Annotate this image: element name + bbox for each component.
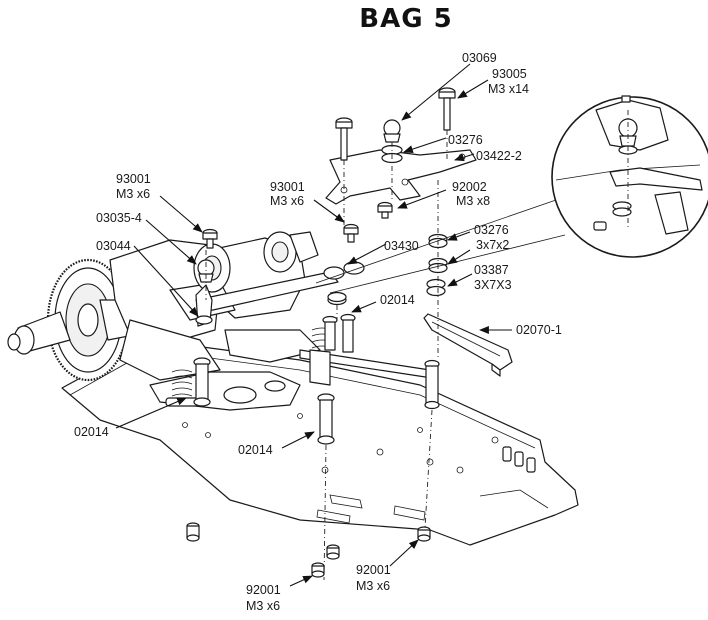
page-title: BAG 5 xyxy=(359,4,452,34)
label-93005: 93005 xyxy=(492,67,527,81)
label-03276-lower: 03276 xyxy=(474,223,509,237)
link-arm-03430 xyxy=(195,261,365,313)
screw-upper-left xyxy=(335,117,353,161)
spring-center xyxy=(311,327,333,349)
label-93001-left: 93001 xyxy=(116,172,151,186)
label-02014-loose: 02014 xyxy=(238,443,273,457)
screw-bottom-4 xyxy=(417,526,431,542)
label-92001-right-size: M3 x6 xyxy=(356,579,390,593)
label-02014-center: 02014 xyxy=(380,293,415,307)
label-02014-left: 02014 xyxy=(74,425,109,439)
leader-lines xyxy=(115,63,512,587)
spur-gear xyxy=(46,258,130,382)
label-03035-4: 03035-4 xyxy=(96,211,142,225)
label-03276-upper: 03276 xyxy=(448,133,483,147)
label-03422-2: 03422-2 xyxy=(476,149,522,163)
label-03276-size: 3x7x2 xyxy=(476,238,509,252)
part-labels: 03069 93005 M3 x14 03276 03422-2 93001 M… xyxy=(74,51,562,613)
screw-bottom-2 xyxy=(326,544,340,560)
screw-bottom-3 xyxy=(311,562,325,578)
label-03430: 03430 xyxy=(384,239,419,253)
ball-stud-03069 xyxy=(383,119,401,143)
label-03044: 03044 xyxy=(96,239,131,253)
washers-center xyxy=(327,291,347,306)
label-93001-center-size: M3 x6 xyxy=(270,194,304,208)
screw-93001-center xyxy=(343,223,359,243)
label-92002-size: M3 x8 xyxy=(456,194,490,208)
label-03069: 03069 xyxy=(462,51,497,65)
label-93005-size: M3 x14 xyxy=(488,82,529,96)
plate-posts xyxy=(502,446,536,473)
link-bar-02070 xyxy=(423,313,513,377)
screw-93005 xyxy=(438,87,456,131)
label-92002: 92002 xyxy=(452,180,487,194)
post-02014-left xyxy=(193,357,211,407)
post-02014-right xyxy=(424,359,440,410)
label-93001-center: 93001 xyxy=(270,180,305,194)
label-92001-bottom: 92001 xyxy=(246,583,281,597)
detail-zoom-inset xyxy=(315,95,708,294)
screw-93001-left xyxy=(202,228,218,249)
post-02014-loose xyxy=(317,393,335,445)
link-03044 xyxy=(195,284,213,327)
assembly-lines xyxy=(205,130,448,581)
label-03387-size: 3X7X3 xyxy=(474,278,512,292)
screw-bottom-1 xyxy=(186,522,200,542)
screw-92002 xyxy=(377,201,393,219)
post-02014-center xyxy=(322,313,356,353)
label-03387: 03387 xyxy=(474,263,509,277)
label-02070-1: 02070-1 xyxy=(516,323,562,337)
label-92001-right: 92001 xyxy=(356,563,391,577)
label-93001-left-size: M3 x6 xyxy=(116,187,150,201)
label-92001-bottom-size: M3 x6 xyxy=(246,599,280,613)
